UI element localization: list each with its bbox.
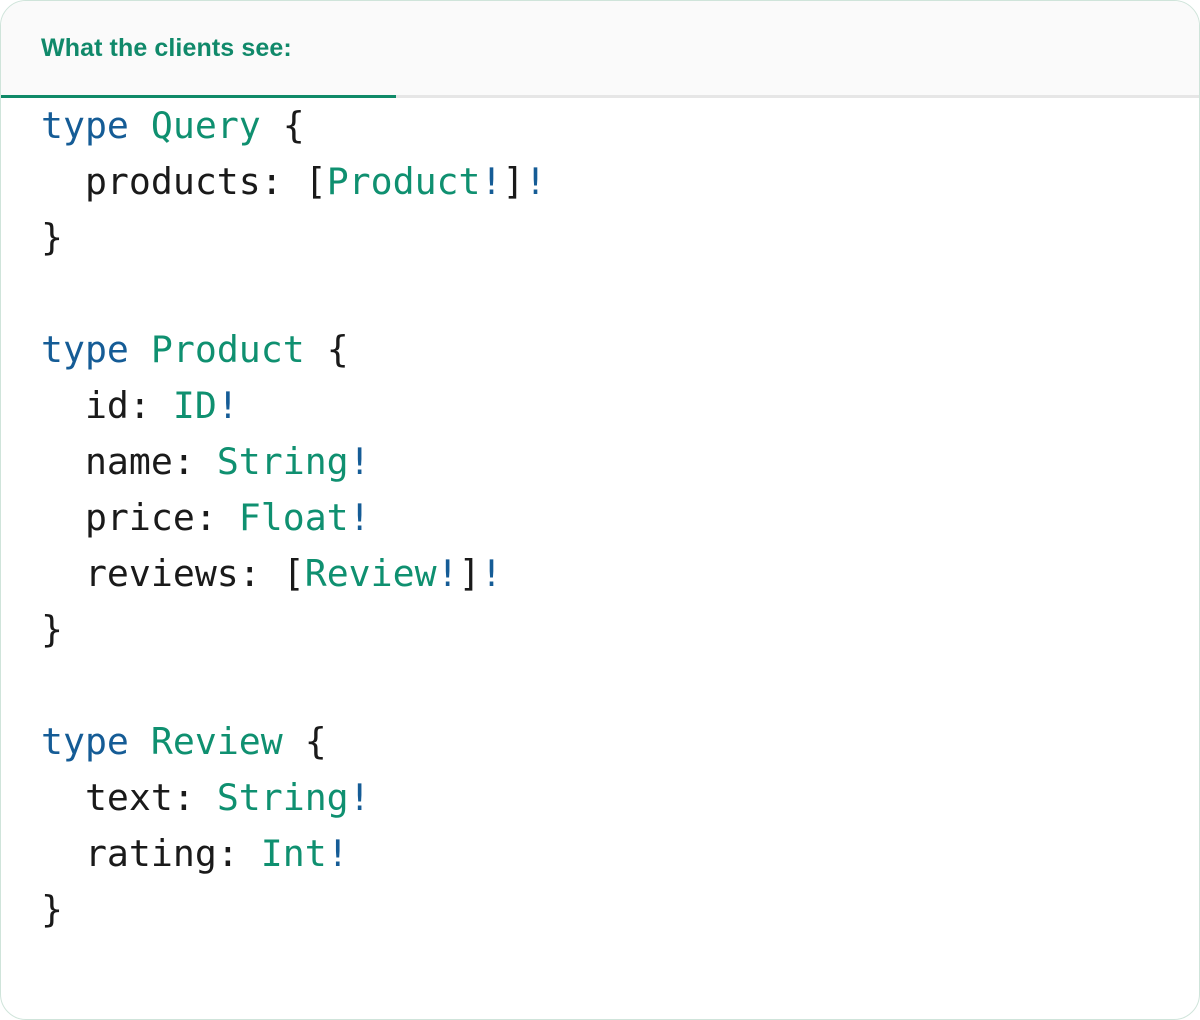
code-token-pun bbox=[261, 104, 283, 147]
code-token-pun: : bbox=[216, 832, 261, 875]
code-token-pun bbox=[129, 104, 151, 147]
graphql-schema-code-block[interactable]: type Query { products: [Product!]!} type… bbox=[1, 98, 1199, 938]
code-token-bang: ! bbox=[480, 552, 503, 595]
code-line: text: String! bbox=[41, 770, 1199, 826]
code-token-pun bbox=[129, 720, 151, 763]
code-line: name: String! bbox=[41, 434, 1199, 490]
code-token-pun: [ bbox=[282, 552, 305, 595]
code-token-pun: } bbox=[41, 888, 63, 931]
code-token-kw: type bbox=[41, 104, 129, 147]
code-line: rating: Int! bbox=[41, 826, 1199, 882]
code-token-pun: { bbox=[304, 720, 327, 763]
code-token-tn: Review bbox=[304, 552, 437, 595]
code-token-tn: Review bbox=[150, 720, 283, 763]
code-line: type Review { bbox=[41, 714, 1199, 770]
code-token-bang: ! bbox=[524, 160, 547, 203]
code-token-bang: ! bbox=[348, 776, 371, 819]
code-token-tn: Product bbox=[150, 328, 305, 371]
tab-bar: What the clients see: bbox=[1, 1, 1199, 98]
code-token-tn: Product bbox=[326, 160, 481, 203]
code-token-tn: ID bbox=[172, 384, 217, 427]
code-token-pun: : bbox=[128, 384, 173, 427]
code-token-bang: ! bbox=[436, 552, 459, 595]
code-line: } bbox=[41, 210, 1199, 266]
code-line: type Product { bbox=[41, 322, 1199, 378]
tab-label: What the clients see: bbox=[41, 33, 292, 62]
code-line bbox=[41, 266, 1199, 322]
code-token-pun bbox=[283, 720, 305, 763]
code-token-kw: type bbox=[41, 328, 129, 371]
code-token-pun: ] bbox=[502, 160, 525, 203]
code-line: price: Float! bbox=[41, 490, 1199, 546]
code-token-pun: } bbox=[41, 216, 63, 259]
code-token-fld: text bbox=[41, 776, 173, 819]
code-line: products: [Product!]! bbox=[41, 154, 1199, 210]
code-token-tn: String bbox=[216, 776, 349, 819]
code-line: } bbox=[41, 602, 1199, 658]
code-token-fld: rating bbox=[41, 832, 217, 875]
code-token-pun: [ bbox=[304, 160, 327, 203]
code-token-bang: ! bbox=[216, 384, 239, 427]
code-token-pun: : bbox=[238, 552, 283, 595]
code-line: id: ID! bbox=[41, 378, 1199, 434]
code-token-fld: price bbox=[41, 496, 195, 539]
code-token-pun: { bbox=[326, 328, 349, 371]
code-token-pun: { bbox=[282, 104, 305, 147]
code-token-kw: type bbox=[41, 720, 129, 763]
code-token-tn: Int bbox=[260, 832, 327, 875]
code-token-fld: name bbox=[41, 440, 173, 483]
code-token-pun: : bbox=[260, 160, 305, 203]
code-token-pun bbox=[129, 328, 151, 371]
code-token-pun: : bbox=[172, 440, 217, 483]
code-token-fld: id bbox=[41, 384, 129, 427]
code-token-pun: ] bbox=[458, 552, 481, 595]
code-token-bang: ! bbox=[326, 832, 349, 875]
code-token-pun bbox=[305, 328, 327, 371]
code-token-pun: } bbox=[41, 608, 63, 651]
code-line bbox=[41, 658, 1199, 714]
code-lines-container: type Query { products: [Product!]!} type… bbox=[41, 98, 1199, 938]
code-line: reviews: [Review!]! bbox=[41, 546, 1199, 602]
code-line: } bbox=[41, 882, 1199, 938]
code-token-pun: : bbox=[194, 496, 239, 539]
code-token-tn: String bbox=[216, 440, 349, 483]
tab-what-the-clients-see[interactable]: What the clients see: bbox=[1, 1, 396, 98]
code-token-tn: Query bbox=[150, 104, 261, 147]
code-token-tn: Float bbox=[238, 496, 349, 539]
code-token-fld: reviews bbox=[41, 552, 239, 595]
code-token-fld: products bbox=[41, 160, 261, 203]
code-token-pun: : bbox=[172, 776, 217, 819]
code-line: type Query { bbox=[41, 98, 1199, 154]
code-token-bang: ! bbox=[348, 496, 371, 539]
code-token-bang: ! bbox=[480, 160, 503, 203]
code-token-bang: ! bbox=[348, 440, 371, 483]
